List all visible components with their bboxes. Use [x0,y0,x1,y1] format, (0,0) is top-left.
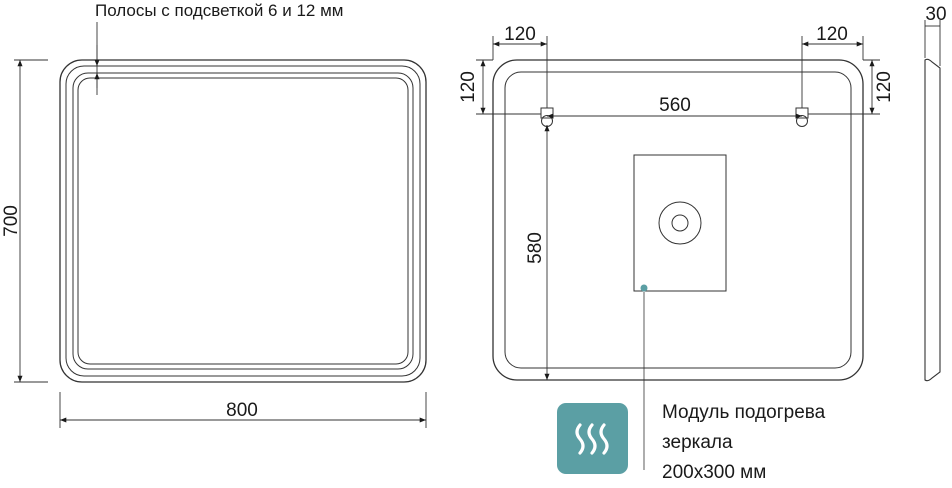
front-led-strip-inner [72,72,414,370]
heater-disc-inner [671,214,689,232]
offset-right-label: 120 [816,24,848,45]
heater-legend-line-2: зеркала [662,432,733,453]
heater-legend-line-1: Модуль подогрева [662,402,826,423]
front-view: Полосы с подсветкой 6 и 12 мм 700 800 [1,1,427,428]
offset-left-label: 120 [504,24,536,45]
heater-disc-outer [658,201,702,245]
heater-legend-line-3: 200х300 мм [662,462,767,483]
side-profile [924,58,941,382]
offset-top-left-label: 120 [458,71,479,103]
width-label: 800 [226,400,258,421]
side-view: 30 [924,4,947,382]
hook-right [795,107,809,127]
heater-panel [633,154,727,292]
offset-top-right-label: 120 [874,71,895,103]
hook-to-bottom-label: 580 [525,232,546,264]
height-label: 700 [1,205,22,237]
hook-left [540,107,554,127]
led-strip-note: Полосы с подсветкой 6 и 12 мм [95,1,343,20]
heater-callout-dot [640,284,648,292]
heat-waves-icon [557,403,628,474]
front-mirror-outer [59,59,427,383]
back-mirror-outer [492,59,864,381]
hook-spacing-label: 560 [659,95,691,116]
heater-legend: Модуль подогрева зеркала 200х300 мм [662,398,825,488]
depth-label: 30 [925,4,946,25]
back-mirror-inner [504,71,852,369]
back-view: 120 120 120 120 560 580 [458,24,895,470]
front-mirror-inner [77,77,409,365]
front-led-strip-outer [65,65,421,377]
